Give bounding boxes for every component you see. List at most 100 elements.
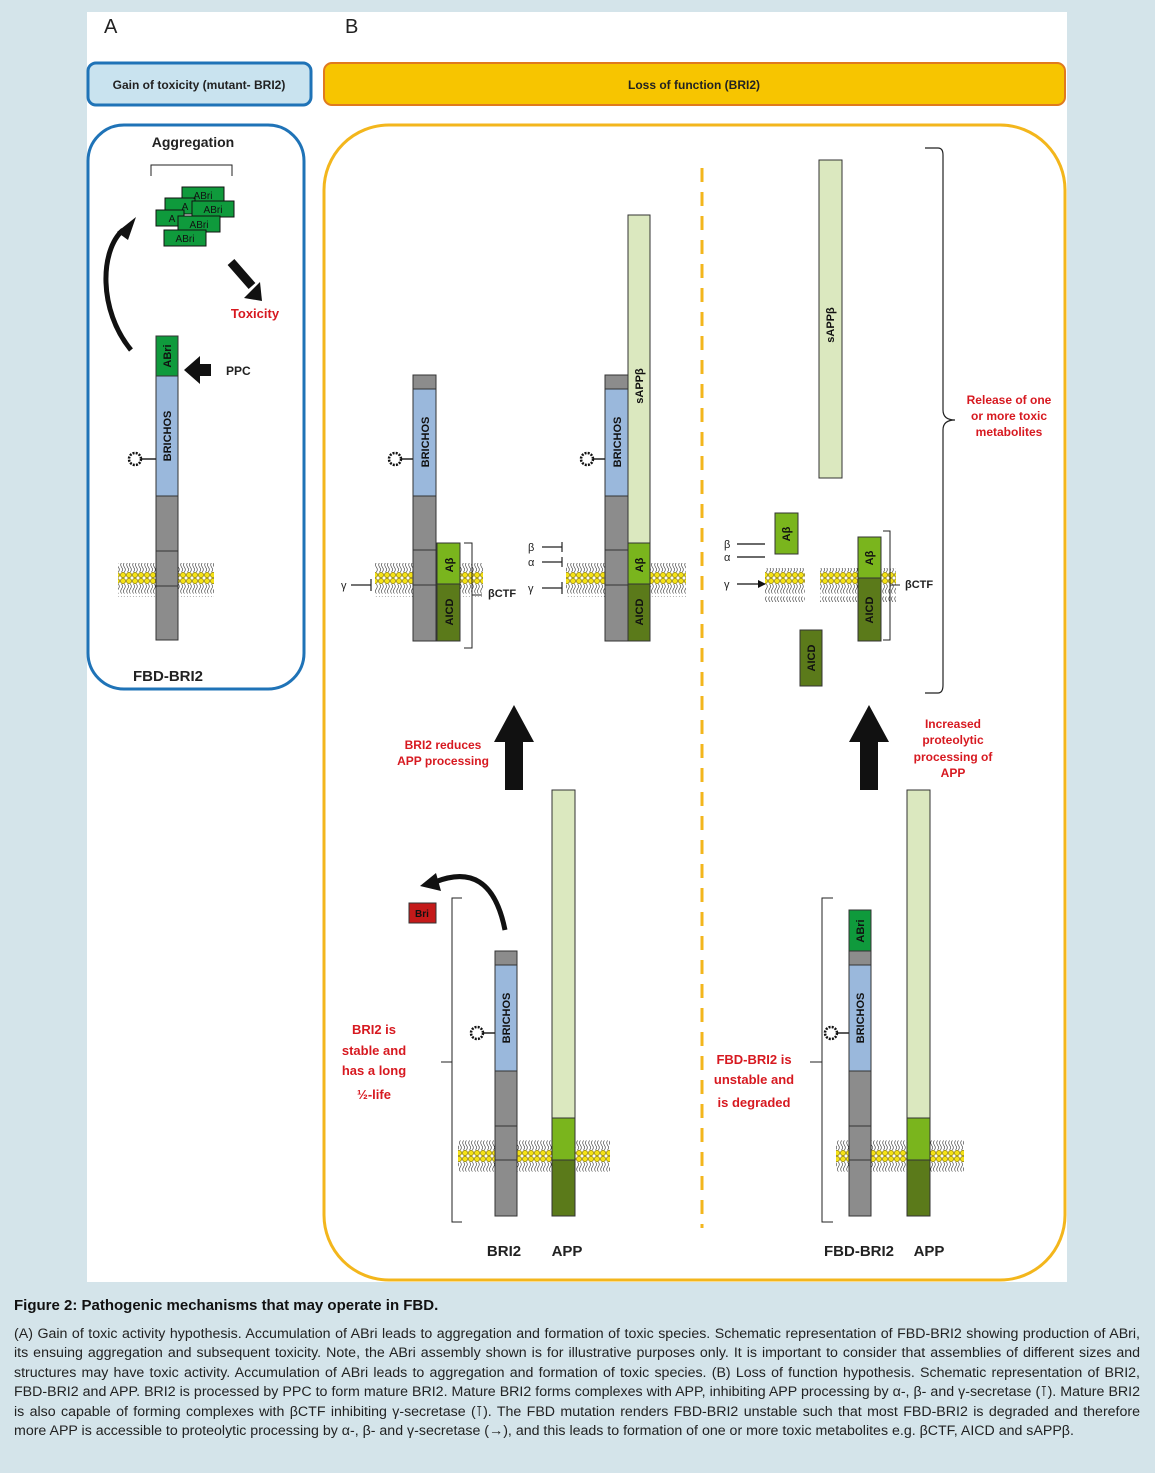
aggregate-label-6: A bbox=[169, 214, 176, 225]
aggregate-label-2: ABri bbox=[204, 205, 223, 216]
glycan-icon bbox=[127, 451, 156, 467]
aggregate-label-5: A bbox=[182, 202, 189, 213]
unstable-text-line-3: is degraded bbox=[718, 1095, 791, 1110]
stable-text: BRI2 is stable and has a long ½-life bbox=[342, 1022, 406, 1102]
app-label-2: APP bbox=[914, 1243, 945, 1260]
glycan-icon-b5 bbox=[469, 1025, 495, 1041]
app-label-1: APP bbox=[552, 1243, 583, 1260]
caption-title: Figure 2: Pathogenic mechanisms that may… bbox=[14, 1297, 439, 1314]
beta-label-b3: β bbox=[724, 539, 730, 551]
release-text-line-3: metabolites bbox=[976, 425, 1043, 439]
reduces-text-line-2: APP processing bbox=[397, 754, 489, 768]
bri-release-arrowhead bbox=[420, 873, 441, 891]
aicd-label-b2: AICD bbox=[634, 599, 646, 626]
stable-bracket bbox=[441, 897, 462, 1223]
unstable-text: FBD-BRI2 is unstable and is degraded bbox=[714, 1052, 794, 1110]
panel-b-header-text: Loss of function (BRI2) bbox=[628, 78, 760, 92]
brichos-label-b1: BRICHOS bbox=[420, 417, 432, 468]
abri-aggregate: ABri A A ABri ABri ABri bbox=[155, 186, 235, 247]
up-arrow-right bbox=[849, 705, 889, 790]
abri-release-curved-arrow bbox=[103, 228, 133, 352]
bri-fragment-label: Bri bbox=[415, 909, 429, 920]
panel-b-header: Loss of function (BRI2) bbox=[323, 62, 1066, 106]
beta-label-b2: β bbox=[528, 542, 534, 554]
panel-b-letter: B bbox=[345, 16, 358, 38]
glycan-icon-b2 bbox=[579, 451, 605, 467]
toxicity-label: Toxicity bbox=[231, 306, 280, 321]
aggregation-bracket bbox=[150, 164, 233, 176]
secretase-inhibit-b2 bbox=[542, 542, 563, 594]
bri-release-curved-arrow bbox=[434, 874, 508, 931]
fbd-bri2-label-a: FBD-BRI2 bbox=[133, 668, 203, 685]
stable-text-line-2: stable and bbox=[342, 1043, 406, 1058]
increased-text-line-3: processing of bbox=[914, 750, 994, 764]
stable-text-line-1: BRI2 is bbox=[352, 1022, 396, 1037]
increased-text-line-2: proteolytic bbox=[922, 733, 984, 747]
unstable-text-line-2: unstable and bbox=[714, 1072, 794, 1087]
abeta-label-b4: Aβ bbox=[864, 550, 876, 565]
figure-panel bbox=[87, 12, 1067, 1282]
toxicity-arrow bbox=[227, 259, 256, 289]
bri-fragment bbox=[408, 902, 437, 924]
bri2-label: BRI2 bbox=[487, 1243, 521, 1260]
bctf-bracket-b3 bbox=[883, 530, 900, 641]
unstable-text-line-1: FBD-BRI2 is bbox=[716, 1052, 791, 1067]
abri-label-b6: ABri bbox=[855, 919, 867, 942]
toxicity-arrowhead bbox=[244, 282, 262, 301]
abri-label-a: ABri bbox=[162, 344, 174, 367]
gamma-label-b3: γ bbox=[724, 579, 730, 591]
aicd-label-b4: AICD bbox=[864, 597, 876, 624]
sappb-label-b3: sAPPβ bbox=[825, 307, 837, 343]
aggregation-label: Aggregation bbox=[152, 134, 234, 150]
fbd-bri2-label-b: FBD-BRI2 bbox=[824, 1243, 894, 1260]
reduces-text-line-1: BRI2 reduces bbox=[405, 738, 482, 752]
brichos-label-a: BRICHOS bbox=[162, 411, 174, 462]
increased-text: Increased proteolytic processing of APP bbox=[914, 717, 994, 780]
bri2-app-complex: BRICHOS sAPPβ Aβ AICD bbox=[566, 214, 686, 642]
abeta-label-b2: Aβ bbox=[634, 557, 646, 572]
alpha-label-b3: α bbox=[724, 552, 731, 564]
brichos-label-b5: BRICHOS bbox=[501, 993, 513, 1044]
alpha-label-b2: α bbox=[528, 557, 535, 569]
reduces-text: BRI2 reduces APP processing bbox=[397, 738, 489, 768]
up-arrow-left bbox=[494, 705, 534, 790]
membrane-b5 bbox=[458, 1139, 610, 1173]
sappb-label-b2: sAPPβ bbox=[634, 368, 646, 404]
bctf-bracket-b1 bbox=[464, 542, 482, 649]
gamma-label-b1: γ bbox=[341, 580, 347, 592]
panel-b-box bbox=[322, 123, 1067, 1282]
abeta-label-b1: Aβ bbox=[444, 557, 456, 572]
app-full-b5 bbox=[551, 789, 576, 1119]
bctf-label-b3: βCTF bbox=[905, 579, 933, 591]
processed-products: sAPPβ Aβ Aβ AICD AICD bbox=[765, 159, 896, 687]
unstable-bracket bbox=[810, 897, 833, 1223]
stable-text-line-4: ½-life bbox=[357, 1087, 391, 1102]
aggregate-label-4: ABri bbox=[176, 234, 195, 245]
bri2-bctf-complex: BRICHOS Aβ AICD bbox=[375, 374, 483, 642]
release-text-line-2: or more toxic bbox=[971, 409, 1047, 423]
panel-a-header-text: Gain of toxicity (mutant- BRI2) bbox=[113, 78, 286, 92]
aicd-label-b1: AICD bbox=[444, 599, 456, 626]
increased-text-line-1: Increased bbox=[925, 717, 981, 731]
app-full-b6 bbox=[906, 789, 931, 1119]
aggregate-label-3: ABri bbox=[190, 220, 209, 231]
bctf-label-b1: βCTF bbox=[488, 588, 516, 600]
release-text: Release of one or more toxic metabolites bbox=[967, 393, 1052, 439]
release-brace bbox=[925, 147, 956, 694]
caption-text: (A) Gain of toxic activity hypothesis. A… bbox=[14, 1326, 1140, 1440]
secretase-arrows-b3 bbox=[737, 543, 765, 584]
aicd-label-b3: AICD bbox=[806, 645, 818, 672]
increased-text-line-4: APP bbox=[941, 766, 966, 780]
glycan-icon-b1 bbox=[387, 451, 413, 467]
brichos-label-b6: BRICHOS bbox=[855, 993, 867, 1044]
abri-release-arrowhead bbox=[117, 217, 136, 240]
release-text-line-1: Release of one bbox=[967, 393, 1052, 407]
gamma-label-b2: γ bbox=[528, 583, 534, 595]
panel-a-header: Gain of toxicity (mutant- BRI2) bbox=[86, 61, 313, 107]
panel-a-letter: A bbox=[104, 16, 118, 38]
stable-text-line-3: has a long bbox=[342, 1063, 406, 1078]
ppc-label: PPC bbox=[226, 364, 251, 378]
panel-a-box bbox=[86, 123, 306, 691]
aggregate-label-1: ABri bbox=[194, 191, 213, 202]
glycan-icon-b6 bbox=[823, 1025, 849, 1041]
